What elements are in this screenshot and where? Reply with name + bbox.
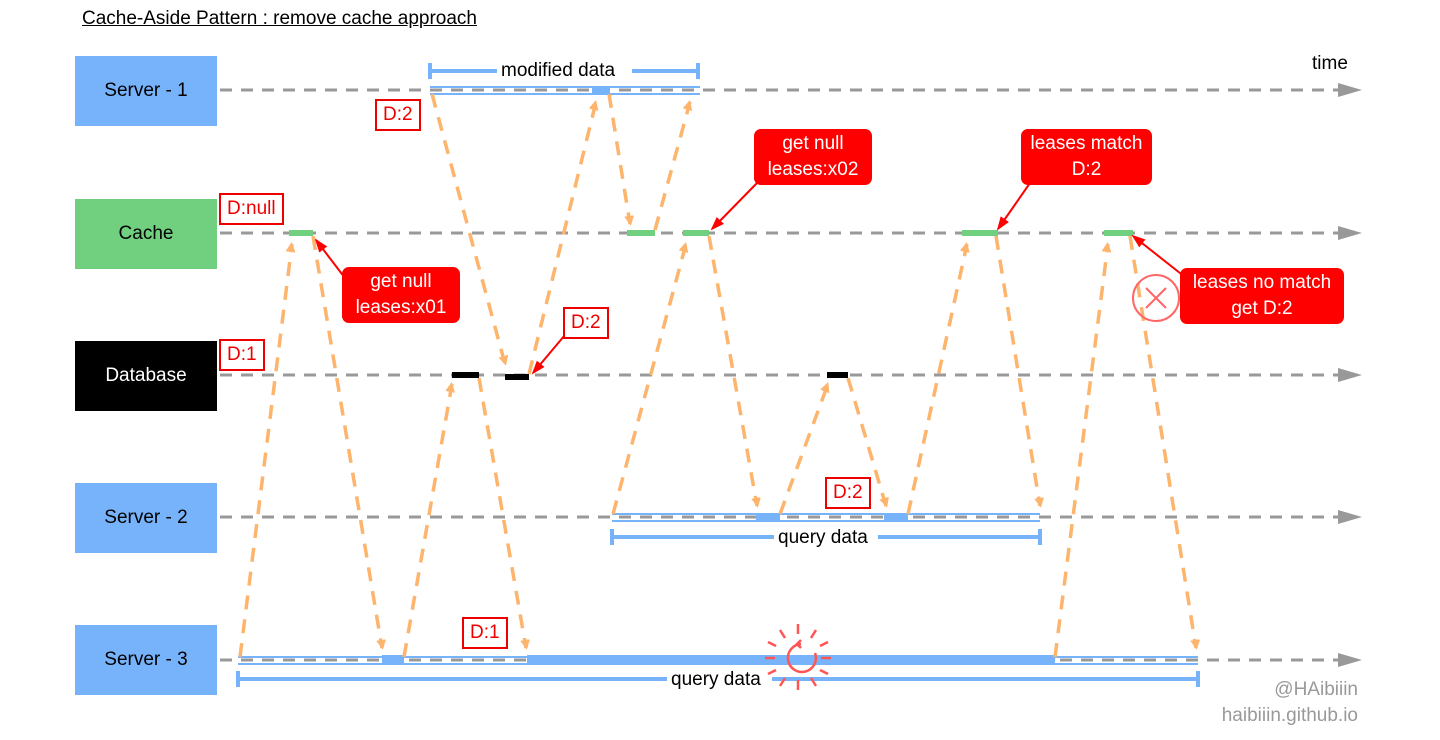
callout-leases-match: leases match D:2 <box>1021 129 1152 185</box>
time-axis-label: time <box>1312 53 1348 74</box>
cache-activation-bars <box>289 230 1133 236</box>
span-brackets <box>236 63 1200 687</box>
actor-server-2: Server - 2 <box>75 483 217 553</box>
db-updated-value-box: D:2 <box>563 307 609 339</box>
db-initial-value-box: D:1 <box>219 339 265 371</box>
actor-cache: Cache <box>75 199 217 269</box>
server1-span-label: modified data <box>497 60 620 82</box>
server1-value-box: D:2 <box>375 99 421 131</box>
diagram-title: Cache-Aside Pattern : remove cache appro… <box>82 8 477 29</box>
cache-initial-value-box: D:null <box>219 193 284 225</box>
callout-get-null-x02: get null leases:x02 <box>754 129 872 185</box>
database-activation-bars <box>452 372 848 380</box>
server3-value-box: D:1 <box>462 617 508 649</box>
actor-database: Database <box>75 341 217 411</box>
server3-span-label: query data <box>667 669 765 691</box>
server2-span-label: query data <box>774 527 872 549</box>
lifeline-arrowheads <box>1338 83 1362 667</box>
callout-get-null-x01: get null leases:x01 <box>342 267 460 323</box>
server2-value-box: D:2 <box>825 477 871 509</box>
actor-server-1: Server - 1 <box>75 56 217 126</box>
actor-server-3: Server - 3 <box>75 625 217 695</box>
server-activation-bars <box>382 86 1055 664</box>
message-arrows <box>238 93 1196 658</box>
credit-site: haibiiin.github.io <box>1221 705 1358 726</box>
circle-x-icon <box>1132 274 1180 322</box>
loading-spinner-icon <box>765 624 831 690</box>
callout-leases-no-match: leases no match get D:2 <box>1180 268 1344 324</box>
credit-handle: @HAibiiin <box>1274 679 1358 700</box>
